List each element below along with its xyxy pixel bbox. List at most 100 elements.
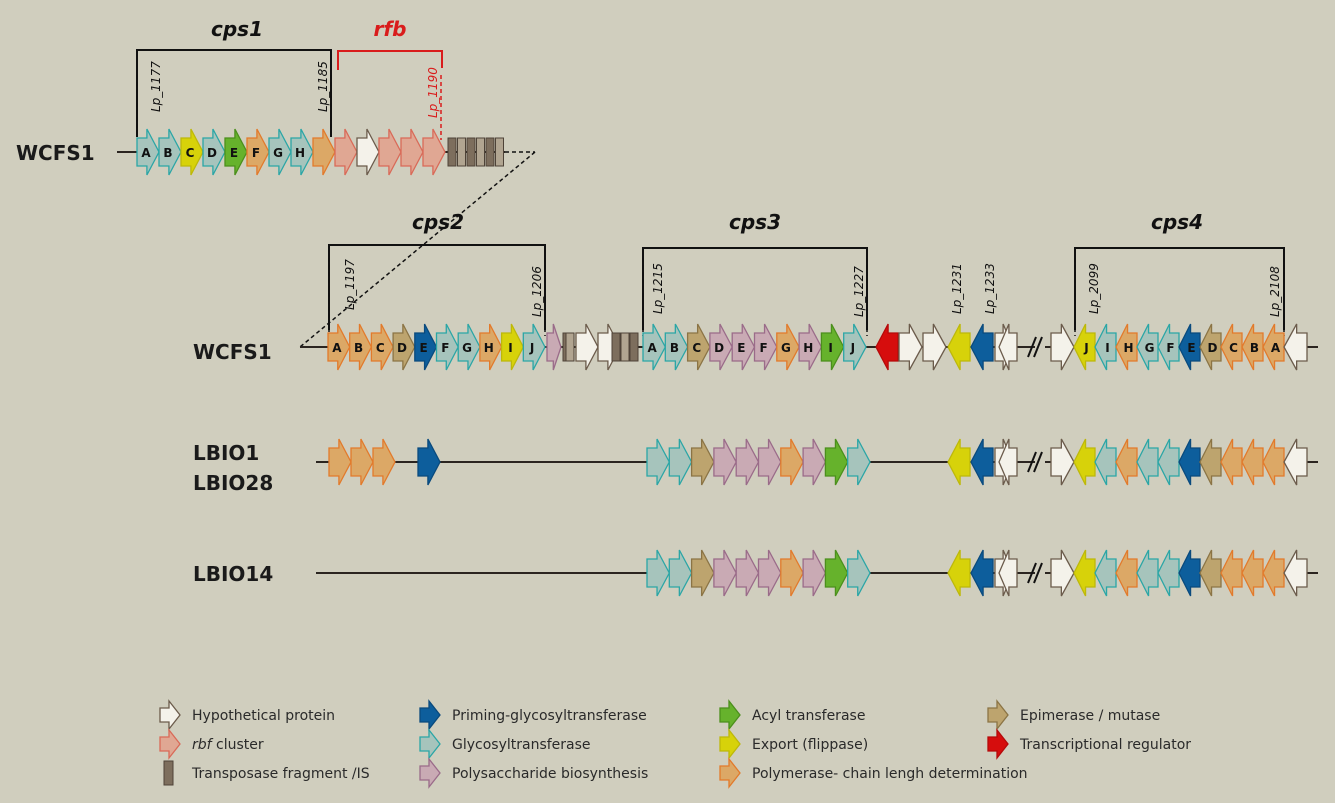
gene-arrow-glyco — [1157, 549, 1180, 597]
gene-arrow-polys — [713, 438, 737, 486]
gene-arrow-poly: F — [246, 128, 270, 176]
transposase-box — [620, 332, 630, 362]
break-mark — [1027, 562, 1037, 584]
bracket-cps2 — [328, 244, 546, 330]
gene-arrow-polys: D — [709, 323, 733, 371]
gene-letter: J — [529, 341, 534, 355]
gene-arrow-glyco — [1094, 549, 1117, 597]
gene-letter: C — [186, 146, 195, 160]
gene-arrow-hyp — [998, 549, 1018, 597]
legend-item-poly: Polymerase- chain lengh determination — [719, 757, 1028, 789]
gene-arrow-hyp — [1283, 323, 1308, 371]
gene-arrow-epim — [690, 549, 715, 597]
bracket-cps1 — [136, 49, 332, 137]
gene-letter: H — [484, 341, 494, 355]
gene-arrow-hyp — [998, 438, 1018, 486]
gene-letter: H — [1123, 341, 1133, 355]
gene-arrow-epim: D — [392, 323, 416, 371]
gene-letter: D — [207, 146, 217, 160]
gene-letter: B — [1250, 341, 1259, 355]
gene-arrow-epim: C — [686, 323, 711, 371]
gene-arrow-epim — [1199, 438, 1222, 486]
gene-letter: C — [1229, 341, 1238, 355]
gene-letter: G — [781, 341, 791, 355]
legend-item-export: Export (flippase) — [719, 728, 868, 760]
gene-arrow-poly — [1241, 438, 1264, 486]
transposase-box — [611, 332, 621, 362]
gene-arrow-prime — [970, 549, 994, 597]
gene-arrow-poly: B — [1241, 323, 1264, 371]
transposase-box — [495, 137, 504, 167]
bracket-cps4 — [1074, 247, 1285, 330]
gene-arrow-glyco: G — [1136, 323, 1159, 371]
gene-letter: F — [760, 341, 768, 355]
gene-arrow-poly — [312, 128, 336, 176]
gene-letter: A — [648, 341, 658, 355]
gene-arrow-hyp — [1050, 438, 1075, 486]
gene-arrow-acyl: I — [820, 323, 845, 371]
gene-letter: C — [376, 341, 385, 355]
gene-arrow-polys — [735, 438, 760, 486]
gene-arrow-rfb — [334, 128, 358, 176]
legend-label: Priming-glycosyltransferase — [452, 708, 647, 724]
cluster-title-rfb: rfb — [374, 17, 407, 41]
locus-label: Lp_1197 — [343, 259, 357, 310]
gene-arrow-polys: F — [753, 323, 778, 371]
strain-label-lbio28: LBIO28 — [193, 471, 273, 495]
gene-arrow-glyco: I — [1094, 323, 1117, 371]
gene-arrow-prime — [1178, 549, 1201, 597]
polys-arrow-icon — [419, 757, 441, 789]
gene-arrow-rfb — [378, 128, 402, 176]
cluster-title-cps1: cps1 — [211, 17, 263, 41]
gene-letter: H — [295, 146, 305, 160]
legend-label: rbf cluster — [192, 737, 264, 753]
gene-arrow-hyp — [575, 323, 599, 371]
gene-arrow-poly: B — [349, 323, 373, 371]
transposase-box — [565, 332, 575, 362]
gene-arrow-export: C — [180, 128, 204, 176]
gene-arrow-rfb — [422, 128, 446, 176]
bracket-cps3 — [642, 247, 868, 330]
legend-item-polys: Polysaccharide biosynthesis — [419, 757, 648, 789]
export-arrow-icon — [719, 728, 741, 760]
gene-arrow-polys — [802, 549, 827, 597]
legend-label: Transcriptional regulator — [1019, 737, 1191, 753]
gene-arrow-glyco: B — [158, 128, 182, 176]
gene-arrow-poly: C — [370, 323, 394, 371]
gene-arrow-hyp — [1283, 549, 1308, 597]
gene-letter: J — [850, 341, 855, 355]
gene-arrow-prime — [970, 323, 994, 371]
gene-arrow-hyp — [1050, 323, 1075, 371]
gene-arrow-rfb — [400, 128, 424, 176]
gene-arrow-export — [1073, 438, 1096, 486]
gene-letter: I — [828, 341, 832, 355]
gene-arrow-hyp — [1050, 549, 1075, 597]
legend-label: Epimerase / mutase — [1020, 708, 1160, 724]
locus-label: Lp_1215 — [651, 263, 665, 314]
gene-arrow-glyco — [646, 438, 671, 486]
gene-arrow-poly — [328, 438, 352, 486]
gene-letter: H — [803, 341, 813, 355]
gene-arrow-export: I — [500, 323, 525, 371]
legend-item-reg: Transcriptional regulator — [987, 728, 1191, 760]
gene-arrow-epim — [690, 438, 715, 486]
break-mark — [1033, 451, 1043, 473]
gene-arrow-export — [947, 438, 971, 486]
gene-arrow-glyco: A — [136, 128, 160, 176]
locus-label: Lp_1185 — [316, 61, 330, 112]
gene-arrow-poly — [1115, 438, 1138, 486]
legend-label: Transposase fragment /IS — [191, 766, 370, 782]
locus-label: Lp_1227 — [852, 266, 866, 317]
gene-arrow-poly: C — [1220, 323, 1243, 371]
strain-label-lbio1: LBIO1 — [193, 441, 259, 465]
legend-item-tpase: Transposase fragment /IS — [163, 760, 370, 786]
glyco-arrow-icon — [419, 728, 441, 760]
transposase-box — [457, 137, 466, 167]
gene-arrow-glyco: H — [290, 128, 314, 176]
gene-arrow-glyco: F — [1157, 323, 1180, 371]
gene-arrow-glyco — [1136, 549, 1159, 597]
locus-label: Lp_1177 — [149, 61, 163, 112]
gene-arrow-export — [947, 549, 971, 597]
break-mark — [1033, 336, 1043, 358]
gene-letter: E — [420, 341, 428, 355]
